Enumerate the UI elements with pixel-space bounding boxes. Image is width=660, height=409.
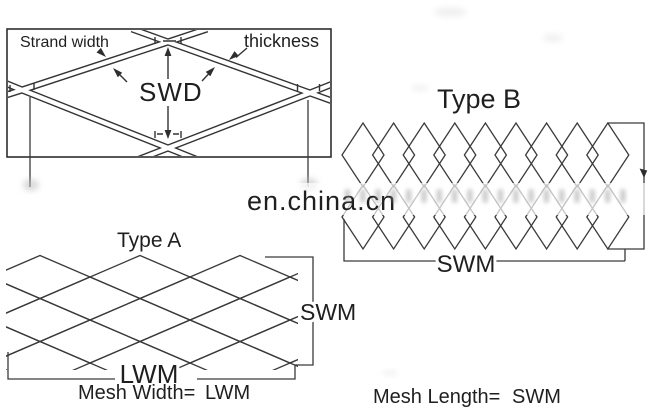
watermark-smudge bbox=[589, 189, 595, 203]
watermark-smudge bbox=[528, 189, 534, 203]
watermark-smudge bbox=[513, 189, 519, 203]
mesh-diamond bbox=[88, 340, 192, 370]
mesh-diamond bbox=[138, 319, 242, 364]
type-b-swm-dimension-line bbox=[343, 219, 625, 262]
detail-diagram: Strand width thickness SWD bbox=[6, 28, 332, 192]
node-tick-marks bbox=[9, 37, 321, 138]
thickness-label: thickness bbox=[244, 31, 319, 51]
mesh-diamond bbox=[6, 340, 92, 370]
swd-up-arrow-icon bbox=[164, 47, 172, 56]
footer-formulas: Mesh Width= LWM Mesh Length= SWM bbox=[78, 382, 561, 408]
type-a-lwm-label: LWM bbox=[120, 359, 179, 389]
mesh-diamond bbox=[555, 121, 599, 189]
type-a-mesh bbox=[6, 254, 298, 370]
mesh-width-value: LWM bbox=[205, 382, 250, 404]
paper-smudges bbox=[382, 7, 563, 376]
thickness-arrow1-icon bbox=[229, 51, 239, 60]
mesh-width-label: Mesh Width= bbox=[78, 382, 195, 404]
detail-border bbox=[6, 28, 332, 158]
thickness-arrow2-icon bbox=[205, 67, 215, 77]
swd-down-arrow-icon bbox=[164, 130, 172, 139]
mesh-diamond bbox=[138, 276, 242, 321]
mesh-diamond bbox=[288, 358, 298, 368]
watermark-smudge bbox=[482, 189, 488, 203]
strand-width-arrow2-icon bbox=[113, 68, 123, 78]
mesh-diamond bbox=[463, 121, 508, 189]
type-b-diagram: Type B en.china.cn SWM bbox=[247, 84, 660, 281]
type-a-diagram: Type A SWM LWM bbox=[6, 229, 359, 392]
mesh-length-value: SWM bbox=[512, 386, 561, 408]
mesh-diamond bbox=[38, 276, 142, 321]
strand-width-arrow2-tail bbox=[118, 73, 128, 83]
mesh-diamond bbox=[433, 121, 477, 189]
watermark-smudge bbox=[345, 189, 350, 203]
watermark-smudge bbox=[360, 189, 366, 203]
watermark-smudge bbox=[406, 189, 412, 203]
mesh-diamond bbox=[88, 254, 192, 300]
mesh-diamond bbox=[88, 297, 192, 343]
watermark-smudge bbox=[375, 189, 381, 203]
mesh-diamond bbox=[341, 121, 385, 189]
detail-strands bbox=[8, 30, 330, 156]
watermark-smudge bbox=[605, 189, 611, 203]
type-a-swm-label: SWM bbox=[300, 299, 356, 325]
strand-width-label: Strand width bbox=[20, 34, 109, 51]
watermark-smudge bbox=[452, 189, 458, 203]
mesh-diamond bbox=[288, 272, 298, 282]
mesh-diamond bbox=[6, 254, 92, 300]
watermark-smudge bbox=[559, 189, 565, 203]
thickness-arrow2-tail bbox=[201, 73, 210, 82]
type-a-dimension-lines bbox=[7, 256, 314, 380]
strand-width-arrow-icon bbox=[96, 47, 106, 57]
node-reference-lines bbox=[29, 97, 309, 187]
mesh-diamond bbox=[6, 283, 42, 314]
watermark-smudge bbox=[467, 189, 473, 203]
watermark-text: en.china.cn bbox=[247, 186, 396, 216]
mesh-diamond bbox=[6, 326, 42, 357]
mesh-diamond bbox=[188, 340, 292, 370]
watermark-smudge bbox=[390, 189, 396, 203]
type-b-bracket-arrow-icon bbox=[639, 168, 648, 178]
mesh-diamond bbox=[188, 297, 292, 343]
mesh-diamond bbox=[38, 319, 142, 364]
mesh-diamond bbox=[188, 254, 292, 300]
type-a-title: Type A bbox=[117, 229, 181, 252]
mesh-diamond bbox=[6, 297, 92, 343]
mesh-diamond bbox=[371, 121, 416, 189]
mesh-diamond bbox=[494, 121, 538, 189]
swd-label: SWD bbox=[139, 77, 203, 107]
watermark-smudge bbox=[436, 189, 442, 203]
type-b-swm-label: SWM bbox=[437, 251, 496, 278]
watermark-smudge bbox=[543, 189, 549, 203]
mesh-diamond bbox=[238, 319, 298, 364]
mesh-diamond bbox=[402, 121, 446, 189]
smudge-blob-left bbox=[23, 179, 39, 191]
watermark-smudges bbox=[345, 189, 626, 203]
type-b-title: Type B bbox=[437, 84, 521, 114]
watermark-smudge bbox=[574, 189, 580, 203]
watermark-smudge bbox=[498, 189, 503, 203]
mesh-diamond bbox=[586, 121, 630, 189]
mesh-diamond bbox=[524, 121, 569, 189]
mesh-length-label: Mesh Length= bbox=[373, 386, 500, 408]
watermark-smudge bbox=[421, 189, 427, 203]
strand-lines-inner bbox=[8, 30, 330, 156]
watermark-smudge bbox=[620, 189, 626, 203]
